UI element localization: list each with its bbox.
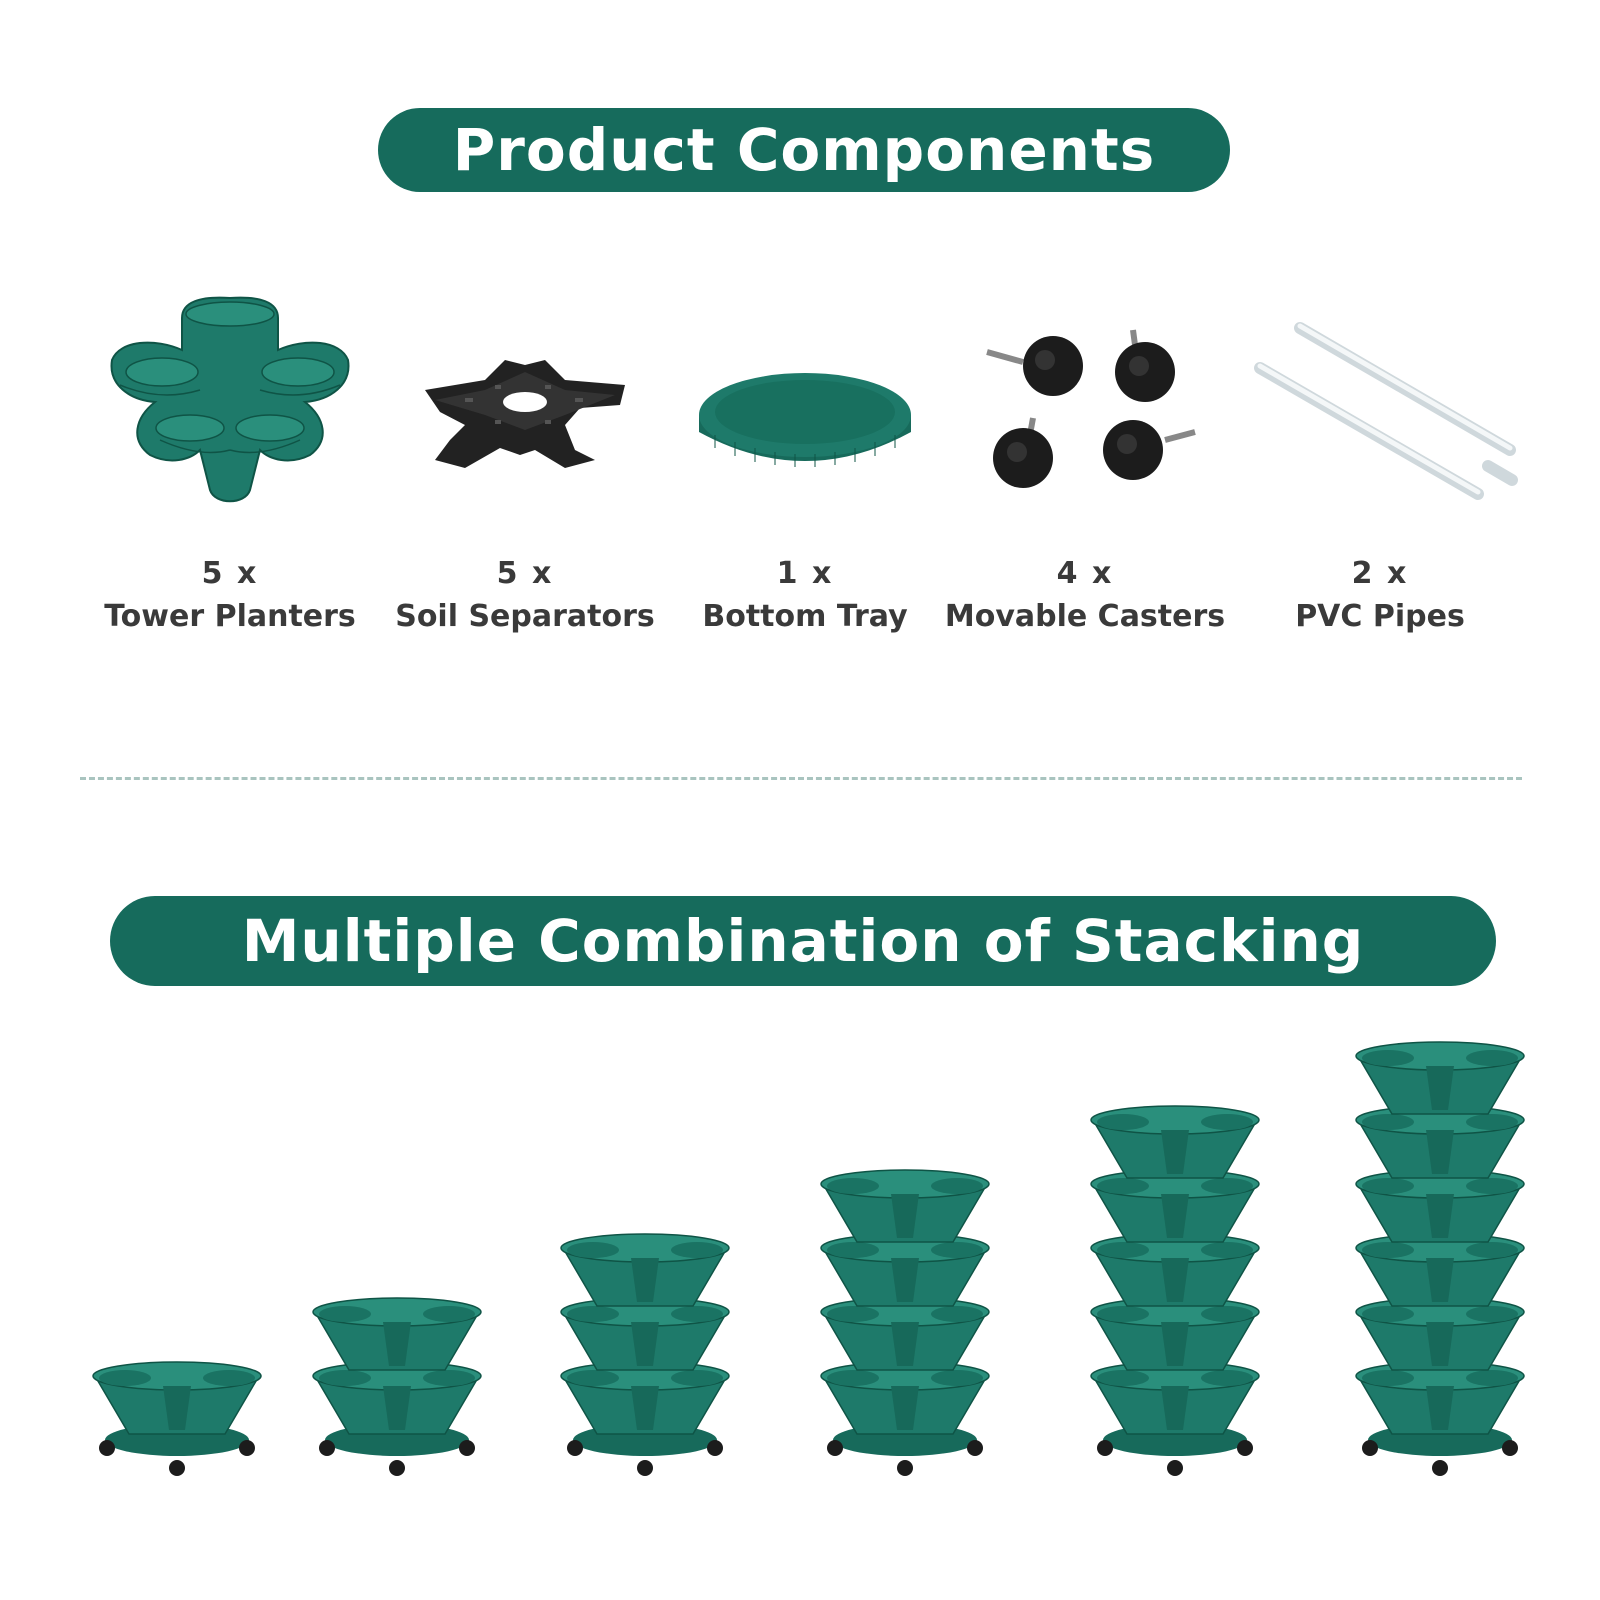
- component-pvc-pipes: 2 x PVC Pipes: [1230, 290, 1530, 650]
- component-tower-planters: 5 x Tower Planters: [80, 290, 380, 650]
- pvc-pipe-icon: [1254, 322, 1518, 500]
- planter-tier: [820, 1297, 990, 1371]
- planter-tier: [1355, 1361, 1525, 1435]
- component-name: Tower Planters: [104, 599, 356, 634]
- component-qty: 1 x: [776, 556, 834, 591]
- planter-tier: [820, 1233, 990, 1307]
- planter-stack: [1355, 1041, 1525, 1476]
- component-name: Soil Separators: [395, 599, 655, 634]
- planter-tier: [560, 1361, 730, 1435]
- planter-stack: [312, 1297, 482, 1476]
- planter-stack: [560, 1233, 730, 1476]
- planter-tier: [820, 1361, 990, 1435]
- planter-stack: [1090, 1105, 1260, 1476]
- components-title: Product Components: [378, 108, 1230, 192]
- component-name: PVC Pipes: [1295, 599, 1465, 634]
- planter-tier: [1355, 1169, 1525, 1243]
- planter-tier: [560, 1297, 730, 1371]
- soil-separator-icon: [425, 360, 625, 468]
- stacking-illustration: [92, 1041, 1525, 1476]
- component-qty: 4 x: [1056, 556, 1114, 591]
- planter-tier: [560, 1233, 730, 1307]
- caster-icon: [986, 329, 1196, 488]
- planter-tier: [312, 1361, 482, 1435]
- component-name: Movable Casters: [944, 599, 1226, 634]
- planter-tier: [92, 1361, 262, 1435]
- component-name: Bottom Tray: [702, 599, 908, 634]
- planter-tier: [1090, 1297, 1260, 1371]
- planter-stack: [820, 1169, 990, 1476]
- planter-tier: [1355, 1233, 1525, 1307]
- component-movable-casters: 4 x Movable Casters: [935, 290, 1235, 650]
- planter-tier: [1355, 1297, 1525, 1371]
- tower-planter-icon: [110, 296, 350, 503]
- stacking-title: Multiple Combination of Stacking: [110, 896, 1496, 986]
- planter-stack: [92, 1361, 262, 1476]
- planter-tier: [1090, 1169, 1260, 1243]
- planter-tier: [1090, 1105, 1260, 1179]
- planter-tier: [1090, 1233, 1260, 1307]
- bottom-tray-icon: [699, 373, 911, 467]
- component-qty: 5 x: [201, 556, 259, 591]
- component-qty: 2 x: [1351, 556, 1409, 591]
- planter-tier: [820, 1169, 990, 1243]
- planter-tier: [1355, 1041, 1525, 1115]
- component-bottom-tray: 1 x Bottom Tray: [655, 290, 955, 650]
- planter-tier: [1090, 1361, 1260, 1435]
- component-qty: 5 x: [496, 556, 554, 591]
- planter-tier: [1355, 1105, 1525, 1179]
- component-soil-separators: 5 x Soil Separators: [375, 290, 675, 650]
- section-divider: [80, 777, 1522, 780]
- planter-tier: [312, 1297, 482, 1371]
